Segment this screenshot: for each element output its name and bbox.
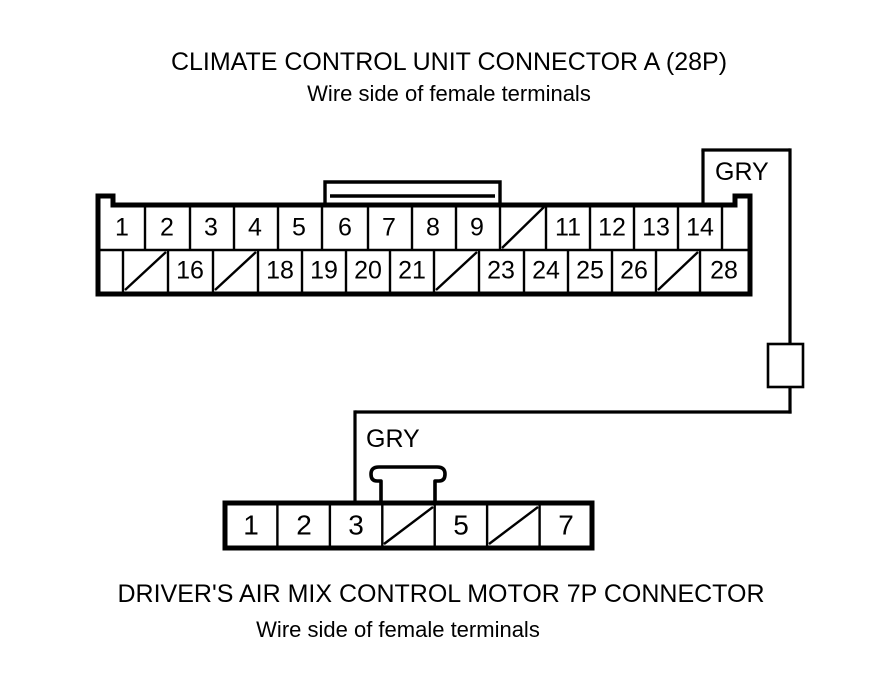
pin-label: 11 [555,214,581,242]
pin-label: 20 [354,257,382,285]
wire-label-gry-top: GRY [715,158,769,186]
top-connector-latch [323,180,502,203]
pin-label: 1 [243,509,259,540]
top-connector-subtitle: Wire side of female terminals [307,81,591,106]
top-connector-title: CLIMATE CONTROL UNIT CONNECTOR A (28P) [171,48,727,76]
wire-label-gry-bottom: GRY [366,425,420,453]
bottom-connector-subtitle: Wire side of female terminals [256,617,540,642]
pin-label: 19 [310,257,338,285]
pin-label: 24 [532,257,560,285]
pin-label: 9 [470,214,484,242]
blocked-cavity-slash [435,251,478,291]
pin-label: 3 [204,214,218,242]
pin-label: 6 [338,214,352,242]
pin-label: 14 [686,214,714,242]
pin-label: 28 [710,257,738,285]
pin-label: 18 [266,257,294,285]
inline-connector-box [766,342,805,389]
pin-label: 5 [292,214,306,242]
pin-label: 16 [176,257,204,285]
pin-label: 5 [453,509,469,540]
blocked-cavity-slash [214,251,257,291]
blocked-cavity-slash [657,251,699,291]
pin-label: 7 [558,509,574,540]
pin-label: 4 [248,214,262,242]
bottom-connector-shell [222,500,595,551]
pin-label: 3 [348,509,364,540]
top-connector-shell [95,193,753,297]
blocked-cavity-slash [124,251,167,291]
pin-label: 2 [160,214,174,242]
pin-label: 23 [487,257,515,285]
blocked-cavity-slash [383,506,434,545]
top-connector-upper-row: 1 2 3 4 5 6 7 8 9 11 12 13 14 [115,205,724,250]
bottom-connector-title: DRIVER'S AIR MIX CONTROL MOTOR 7P CONNEC… [118,580,765,608]
blocked-cavity-slash [501,206,545,249]
bottom-connector[interactable]: 1 2 3 5 7 [222,465,595,551]
pin-label: 2 [296,509,312,540]
pin-label: 21 [398,257,426,285]
pin-label: 7 [382,214,396,242]
pin-label: 8 [426,214,440,242]
bottom-connector-cells: 1 2 3 5 7 [243,505,574,546]
bottom-connector-latch [369,465,447,505]
top-connector[interactable]: 1 2 3 4 5 6 7 8 9 11 12 13 14 [95,180,753,297]
pin-label: 1 [115,214,129,242]
blocked-cavity-slash [488,506,539,545]
pin-label: 26 [620,257,648,285]
top-connector-lower-row: 16 18 19 20 21 23 24 25 26 28 [121,250,738,292]
wire-run-gry [353,148,805,505]
pin-label: 13 [642,214,670,242]
pin-label: 25 [576,257,604,285]
pin-label: 12 [598,214,626,242]
